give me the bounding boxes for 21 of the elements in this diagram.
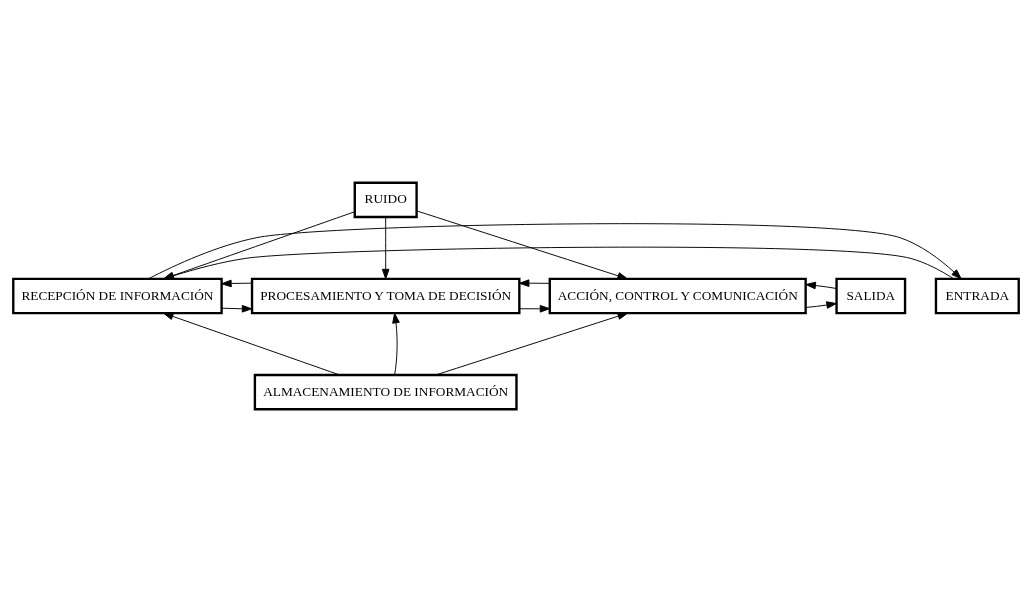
node-box: ACCIÓN, CONTROL Y COMUNICACIÓN bbox=[548, 277, 807, 315]
arrow bbox=[416, 210, 628, 280]
arrow bbox=[147, 223, 962, 280]
arrow bbox=[163, 246, 955, 280]
arrow bbox=[518, 279, 551, 287]
node-box: SALIDA bbox=[835, 277, 907, 315]
arrow bbox=[435, 312, 628, 376]
arrow bbox=[518, 305, 551, 313]
arrow bbox=[163, 211, 356, 280]
arrow bbox=[805, 301, 837, 309]
arrow bbox=[163, 312, 340, 376]
arrow bbox=[392, 312, 400, 376]
node-box: ENTRADA bbox=[934, 277, 1020, 315]
node-box: RUIDO bbox=[353, 181, 418, 219]
arrow bbox=[221, 304, 253, 313]
arrow bbox=[805, 281, 837, 290]
arrow bbox=[381, 216, 390, 280]
arrow bbox=[221, 279, 253, 288]
node-box: ALMACENAMIENTO DE INFORMACIÓN bbox=[253, 373, 518, 411]
node-box: PROCESAMIENTO Y TOMA DE DECISIÓN bbox=[250, 277, 521, 315]
node-box: RECEPCIÓN DE INFORMACIÓN bbox=[12, 277, 223, 315]
